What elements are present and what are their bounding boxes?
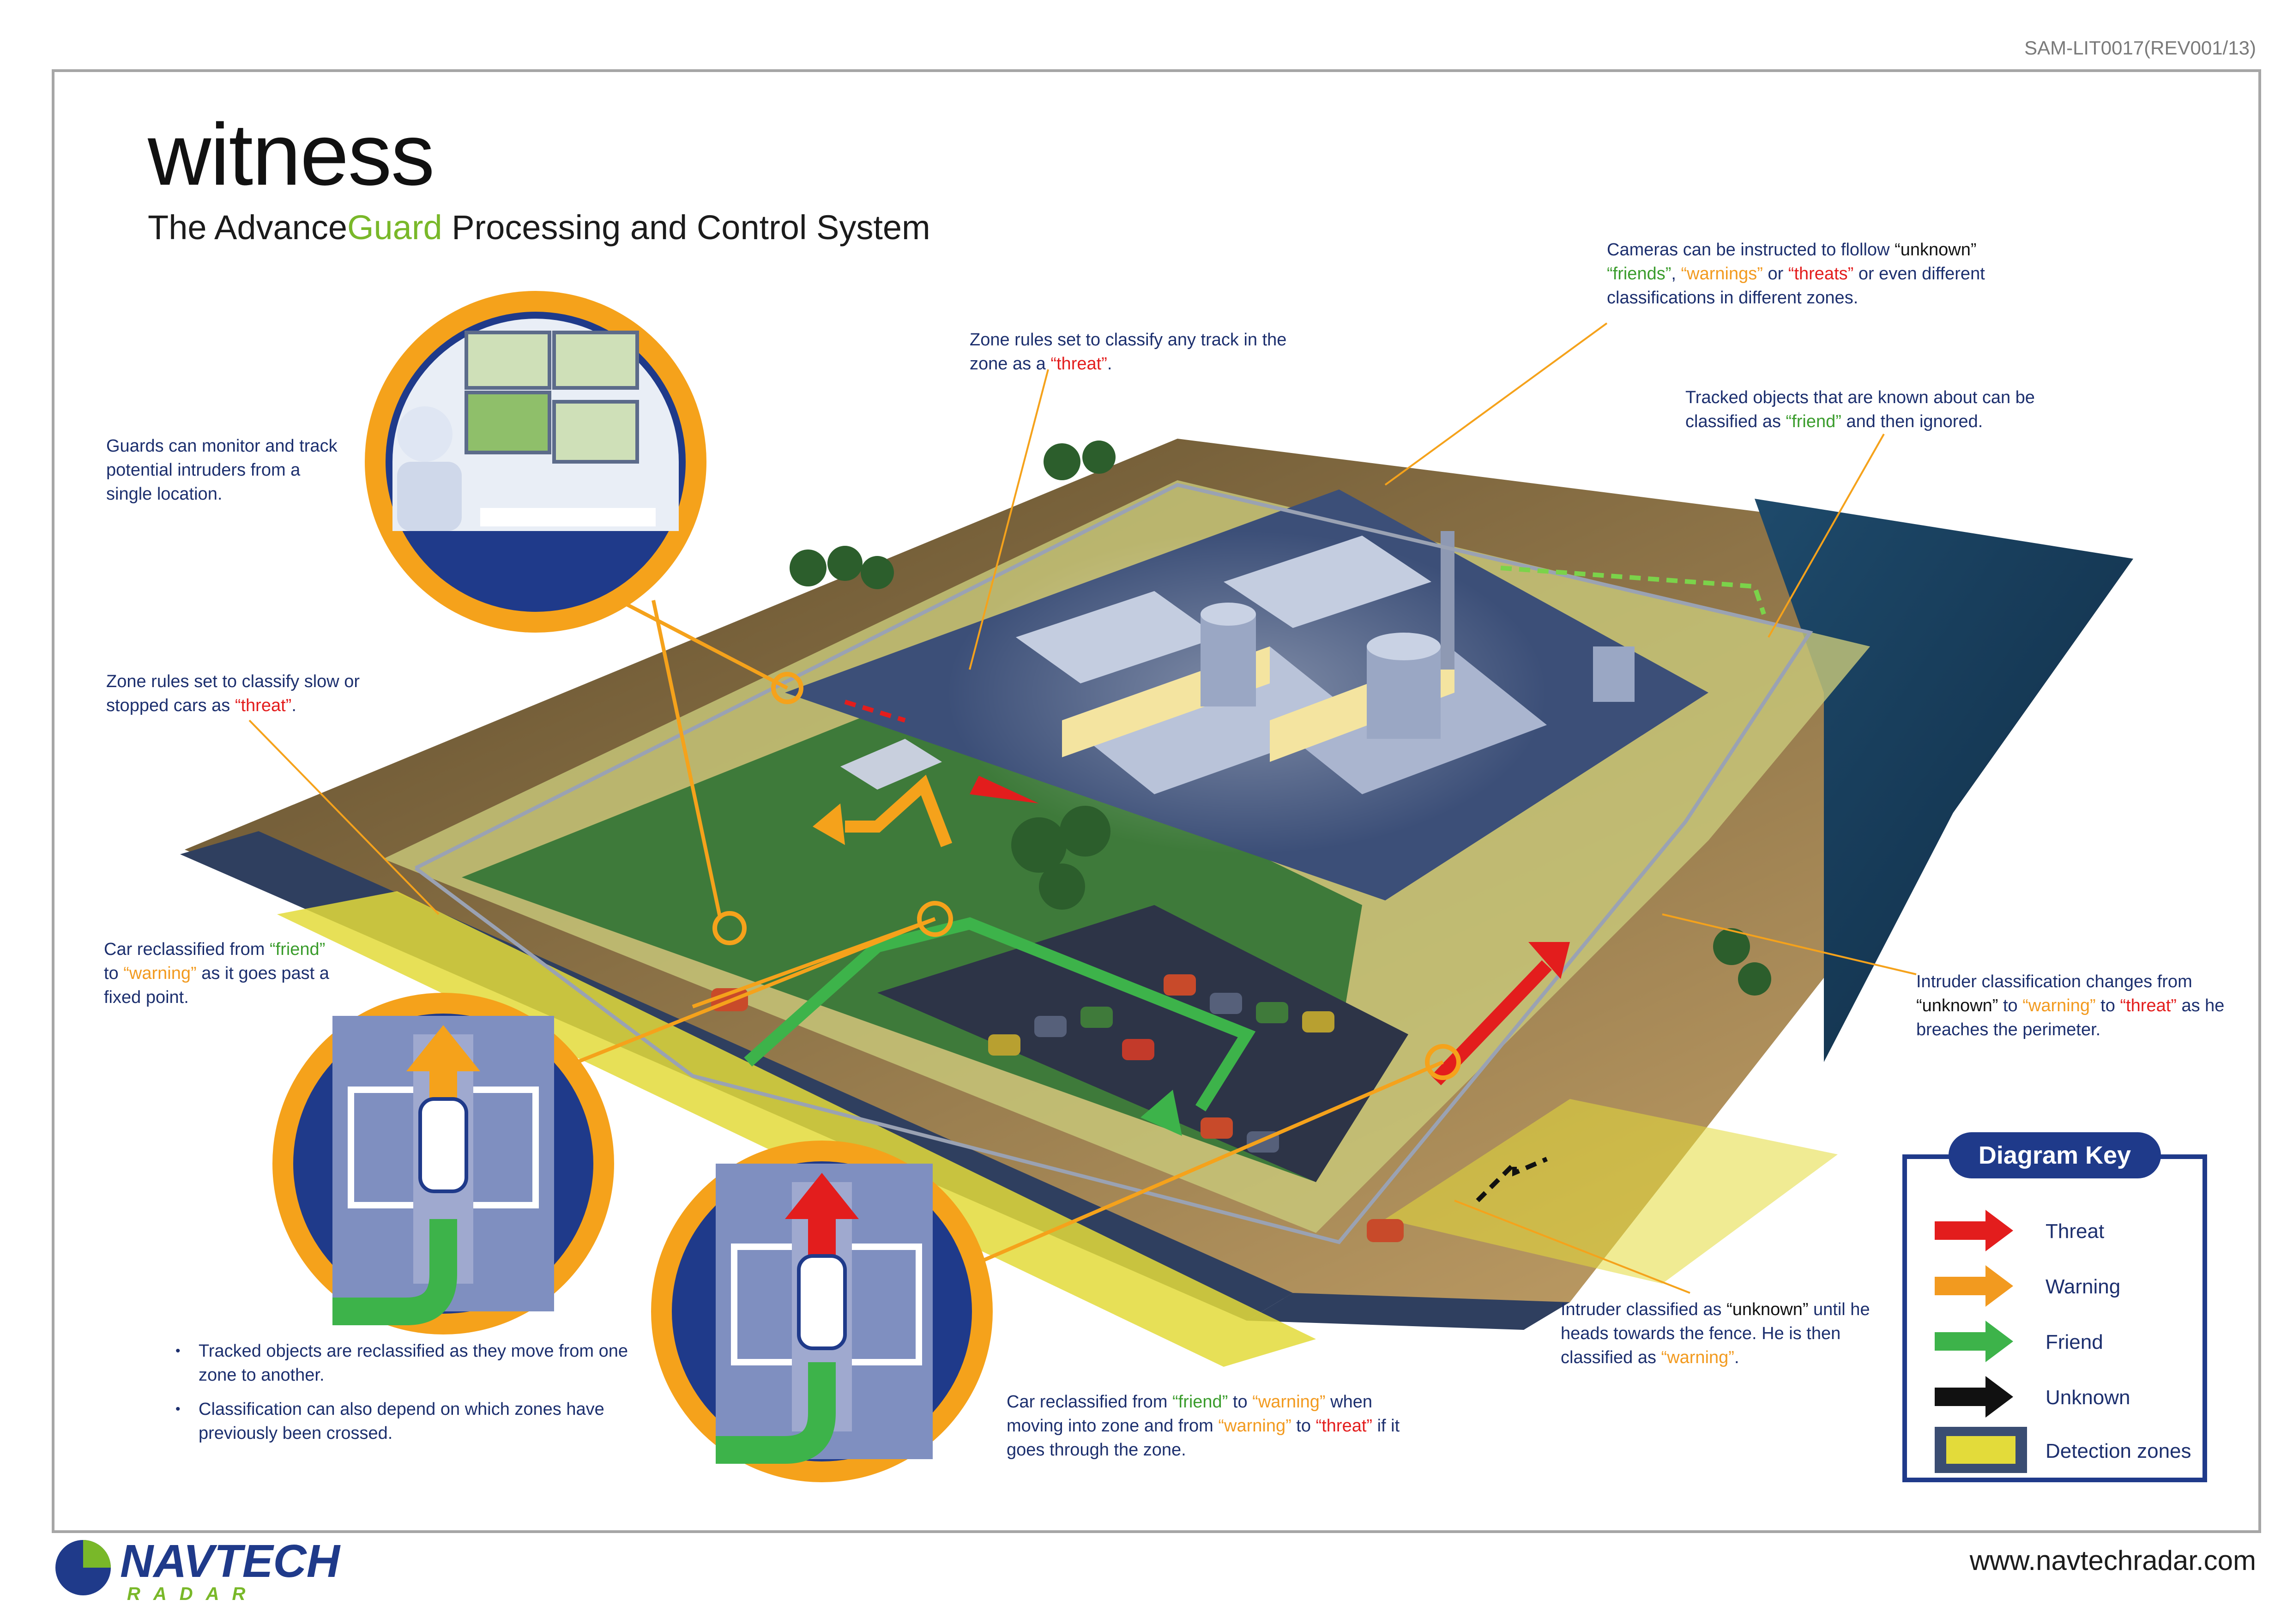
website-url[interactable]: www.navtechradar.com <box>1969 1545 2256 1576</box>
bullet-item: Tracked objects are reclassified as they… <box>175 1339 628 1387</box>
navtech-logo: NAVTECH RADAR <box>55 1535 341 1602</box>
diagram-key-title: Diagram Key <box>1949 1132 2161 1178</box>
logo-sub-text: RADAR <box>127 1584 258 1602</box>
bullet-item: Classification can also depend on which … <box>175 1397 628 1445</box>
friend-track-head <box>1140 1090 1182 1136</box>
zone-entry-inset <box>651 1141 993 1482</box>
threat-arrow-icon <box>1935 1210 2013 1251</box>
control-room-inset <box>365 291 706 633</box>
unknown-track <box>1476 1157 1548 1202</box>
fixed-point-inset <box>272 993 614 1334</box>
warning-track-head <box>813 803 845 845</box>
document-reference-code: SAM-LIT0017(REV001/13) <box>2024 37 2256 59</box>
annotation-car-fixed-point: Car reclassified from “friend” to “warni… <box>104 940 329 1007</box>
logo-main-text: NAVTECH <box>120 1535 341 1587</box>
annotation-slow-cars: Zone rules set to classify slow or stopp… <box>106 672 360 715</box>
page-subtitle: The AdvanceGuard Processing and Control … <box>148 208 930 247</box>
annotation-intruder-change: Intruder classification changes from “un… <box>1916 972 2225 1039</box>
parked-cars <box>711 974 1404 1242</box>
key-row-unknown: Unknown <box>1935 1376 2130 1423</box>
friend-arrow-icon <box>1935 1321 2013 1362</box>
annotation-zone-threat: Zone rules set to classify any track in … <box>970 330 1287 374</box>
threat-track-perimeter <box>1431 960 1552 1086</box>
bullet-list: Tracked objects are reclassified as they… <box>175 1339 628 1455</box>
annotation-guards: Guards can monitor and track potential i… <box>106 436 338 504</box>
unknown-warning-track <box>844 700 906 723</box>
page-frame <box>52 69 2261 1533</box>
sea <box>1755 499 2133 1062</box>
diagram-key: Threat Warning Friend Unknown Detection … <box>1902 1154 2207 1482</box>
key-row-detection-zones: Detection zones <box>1935 1427 2191 1478</box>
annotation-tracked-friend: Tracked objects that are known about can… <box>1685 388 2035 431</box>
key-row-friend: Friend <box>1935 1321 2103 1367</box>
friend-track <box>744 917 1256 1111</box>
threat-track-head <box>1528 942 1570 979</box>
annotation-car-zone: Car reclassified from “friend” to “warni… <box>1007 1392 1400 1460</box>
key-row-warning: Warning <box>1935 1265 2120 1312</box>
annotation-intruder-unknown: Intruder classified as “unknown” until h… <box>1561 1300 1870 1367</box>
warning-track <box>845 774 953 847</box>
friend-dashed-track <box>1500 566 1766 615</box>
warning-arrow-icon <box>1935 1265 2013 1307</box>
detection-zone-east <box>1385 1099 1838 1284</box>
detection-zone-swatch-icon <box>1935 1427 2027 1473</box>
annotation-cameras: Cameras can be instructed to flollow “un… <box>1607 240 1985 308</box>
perimeter-fence <box>414 483 1813 1244</box>
camera-markers <box>712 672 1461 1080</box>
trees <box>790 441 1771 996</box>
unknown-arrow-icon <box>1935 1376 2013 1418</box>
key-row-threat: Threat <box>1935 1210 2104 1256</box>
page-title: witness <box>148 106 435 204</box>
threat-track-arrow <box>970 776 1039 803</box>
buildings <box>840 531 1635 794</box>
detection-zone-road <box>277 891 1316 1367</box>
perimeter-road-2 <box>1247 1293 1570 1330</box>
